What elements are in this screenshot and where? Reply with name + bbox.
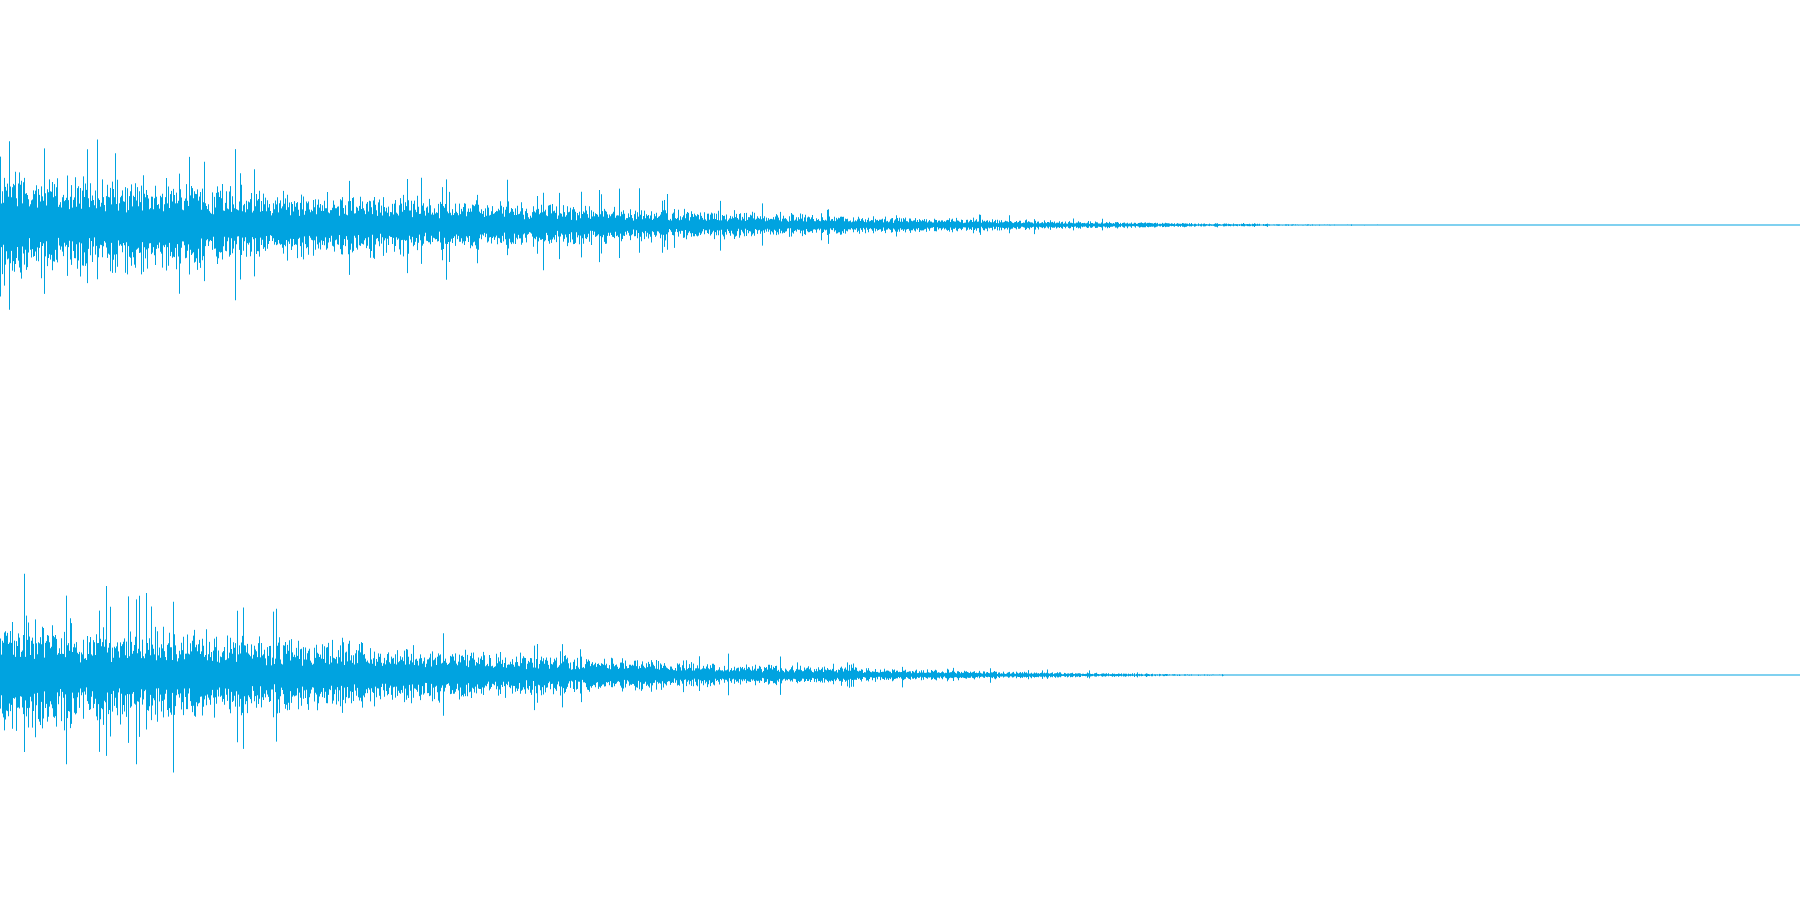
channel-1-waveform — [0, 115, 1800, 335]
channel-1-waveform-svg — [0, 139, 1800, 310]
channel-2-waveform — [0, 565, 1800, 785]
channel-2-signal — [0, 573, 1347, 773]
channel-2-waveform-svg — [0, 573, 1800, 773]
channel-1-signal — [0, 139, 1468, 310]
